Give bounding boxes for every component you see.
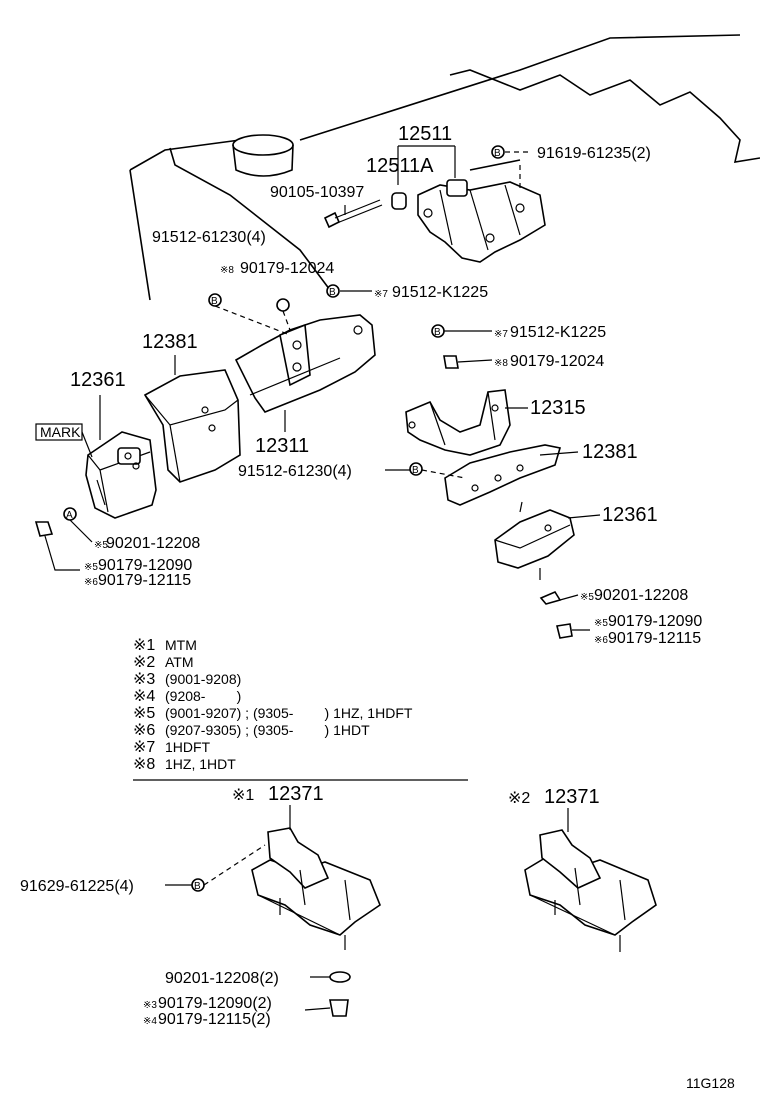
marker-8-right: ※8 bbox=[494, 358, 508, 369]
label-91512-top: 91512-61230(4) bbox=[152, 229, 266, 246]
legend-mark-2: ※2 bbox=[133, 654, 155, 671]
washer-letter-b6: B bbox=[194, 881, 201, 892]
label-12311: 12311 bbox=[255, 435, 309, 457]
marker-5-left: ※5 bbox=[94, 540, 108, 551]
legend-text-3: (9001-9208) bbox=[165, 671, 241, 687]
legend-text-4: (9208- ) bbox=[165, 688, 241, 704]
label-90179-12090-bottom: 90179-12090(2) bbox=[158, 995, 272, 1012]
label-91512-k-right: 91512-K1225 bbox=[510, 324, 606, 341]
label-12315: 12315 bbox=[530, 397, 586, 419]
legend-mark-1: ※1 bbox=[133, 637, 155, 654]
label-90201-right: 90201-12208 bbox=[594, 587, 688, 604]
bracket-12311 bbox=[234, 314, 376, 413]
label-12361-left: 12361 bbox=[70, 369, 126, 391]
marker-7-right: ※7 bbox=[494, 329, 508, 340]
legend-mark-8: ※8 bbox=[133, 756, 155, 773]
label-90179-12090-left: 90179-12090 bbox=[98, 557, 192, 574]
label-91512-k-top: 91512-K1225 bbox=[392, 284, 488, 301]
legend-mark-6: ※6 bbox=[133, 722, 155, 739]
washer-letter-b3: B bbox=[329, 287, 336, 298]
legend-text-7: 1HDFT bbox=[165, 739, 211, 755]
label-90179-12115-left: 90179-12115 bbox=[98, 572, 191, 589]
marker-1: ※1 bbox=[232, 787, 254, 804]
label-90179-12115-right: 90179-12115 bbox=[608, 630, 701, 647]
marker-3-bottom: ※3 bbox=[143, 1000, 157, 1011]
legend-text-1: MTM bbox=[165, 637, 197, 653]
cover-12381-right bbox=[444, 444, 562, 506]
legend-text-8: 1HZ, 1HDT bbox=[165, 756, 236, 772]
label-12381-left: 12381 bbox=[142, 331, 198, 353]
marker-6-left: ※6 bbox=[84, 577, 98, 588]
legend-text-6: (9207-9305) ; (9305- ) 1HDT bbox=[165, 722, 370, 738]
marker-6-right: ※6 bbox=[594, 635, 608, 646]
label-12511: 12511 bbox=[398, 123, 452, 145]
marker-8-top: ※8 bbox=[220, 265, 234, 276]
washer-letter-b2: B bbox=[211, 296, 218, 307]
marker-5-right-b: ※5 bbox=[594, 618, 608, 629]
bracket-12511 bbox=[417, 179, 546, 263]
label-12511a: 12511A bbox=[366, 155, 434, 177]
label-90201-bottom: 90201-12208(2) bbox=[165, 970, 279, 987]
label-12371-mtm: 12371 bbox=[268, 783, 324, 805]
washer-letter-a: A bbox=[66, 510, 73, 521]
bolt-90105 bbox=[323, 199, 383, 229]
legend-mark-5: ※5 bbox=[133, 705, 155, 722]
label-91512-mid: 91512-61230(4) bbox=[238, 463, 352, 480]
part-12511a bbox=[391, 192, 407, 210]
figure-id: 11G128 bbox=[686, 1075, 735, 1091]
label-90105: 90105-10397 bbox=[270, 184, 364, 201]
bracket-12315 bbox=[405, 389, 511, 456]
insulator-12361-right bbox=[494, 501, 575, 580]
label-12361-right: 12361 bbox=[602, 504, 658, 526]
label-91629: 91629-61225(4) bbox=[20, 878, 134, 895]
legend: ※1 MTM ※2 ATM ※3 (9001-9208) ※4 (9208- ) ※5 (9001… bbox=[133, 637, 413, 773]
marker-4-bottom: ※4 bbox=[143, 1016, 157, 1027]
engine-outline bbox=[129, 34, 760, 301]
insulator-12361-left bbox=[85, 431, 157, 519]
label-90201-left: 90201-12208 bbox=[106, 535, 200, 552]
marker-5-right: ※5 bbox=[580, 592, 594, 603]
label-90179-12090-right: 90179-12090 bbox=[608, 613, 702, 630]
legend-text-2: ATM bbox=[165, 654, 194, 670]
label-91619: 91619-61235(2) bbox=[537, 145, 651, 162]
mount-12371-atm bbox=[524, 829, 657, 952]
washer-letter-b1: B bbox=[494, 148, 501, 159]
label-12381-right: 12381 bbox=[582, 441, 638, 463]
marker-7-top: ※7 bbox=[374, 289, 388, 300]
washer-letter-b4: B bbox=[434, 327, 441, 338]
marker-2: ※2 bbox=[508, 790, 530, 807]
label-90179-12024-right: 90179-12024 bbox=[510, 353, 604, 370]
legend-mark-3: ※3 bbox=[133, 671, 155, 688]
label-90179-12024-top: 90179-12024 bbox=[240, 260, 334, 277]
legend-mark-7: ※7 bbox=[133, 739, 155, 756]
legend-mark-4: ※4 bbox=[133, 688, 155, 705]
cover-12381-left bbox=[143, 369, 241, 483]
label-12371-atm: 12371 bbox=[544, 786, 600, 808]
legend-text-5: (9001-9207) ; (9305- ) 1HZ, 1HDFT bbox=[165, 705, 413, 721]
label-90179-12115-bottom: 90179-12115(2) bbox=[158, 1011, 271, 1028]
washer-letter-b5: B bbox=[412, 465, 419, 476]
leader-lines bbox=[44, 145, 601, 1011]
mount-12371-mtm bbox=[251, 827, 381, 950]
marker-5-left-b: ※5 bbox=[84, 562, 98, 573]
label-mark: MARK bbox=[40, 424, 81, 440]
